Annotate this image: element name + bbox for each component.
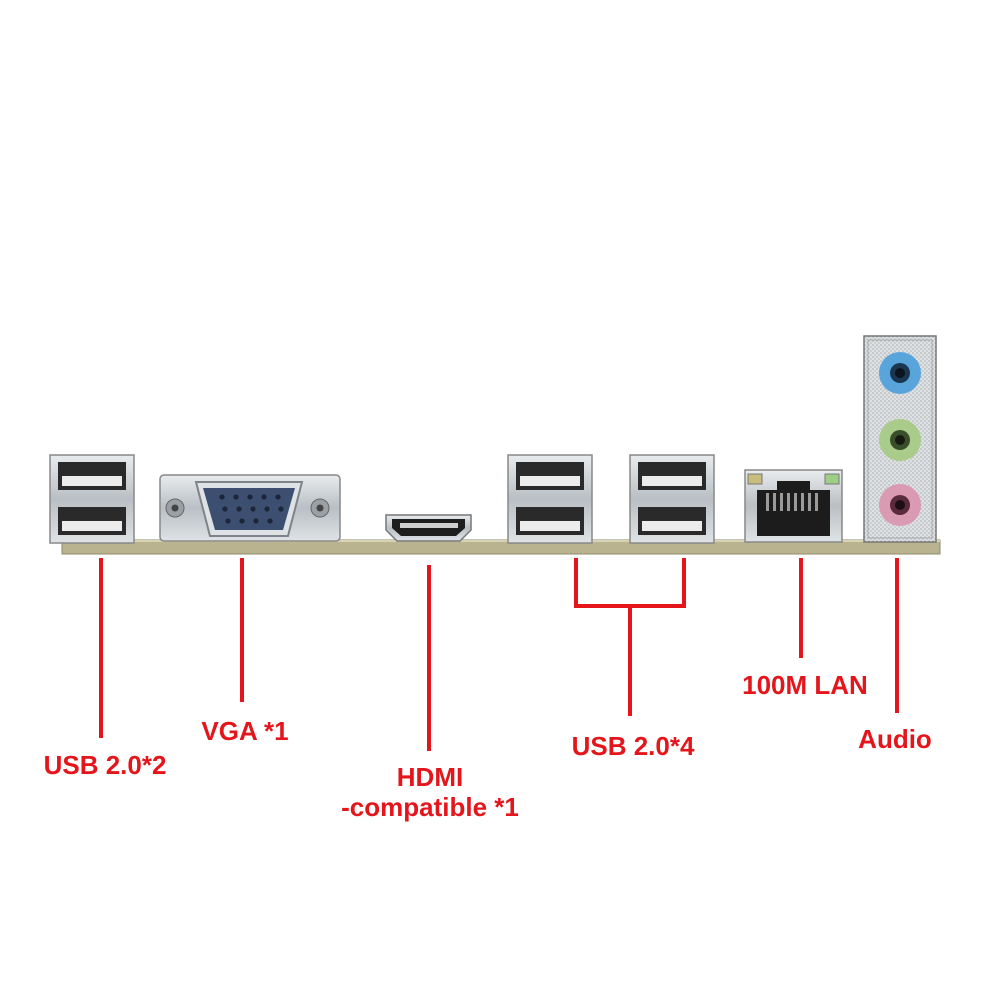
leader-line-hdmi (427, 565, 431, 751)
hdmi-port-icon (385, 514, 472, 542)
label-usb-left: USB 2.0*2 (43, 750, 167, 780)
leader-line-lan (799, 558, 803, 658)
leader-line-usb-right-stem (628, 604, 632, 716)
label-usb-right: USB 2.0*4 (571, 731, 695, 761)
usb-port-icon (629, 454, 715, 544)
vga-port-icon (159, 474, 341, 542)
leader-line-usb-right-a (574, 558, 578, 608)
label-lan: 100M LAN (742, 670, 868, 700)
label-hdmi-line1: HDMI (396, 762, 464, 792)
label-hdmi-line2: -compatible *1 (341, 792, 519, 822)
audio-jack-icon (863, 335, 937, 543)
leader-line-vga (240, 558, 244, 702)
rj45-port-icon (744, 469, 843, 543)
label-vga: VGA *1 (201, 716, 289, 746)
leader-line-audio (895, 558, 899, 713)
usb-port-icon (507, 454, 593, 544)
label-audio: Audio (858, 724, 932, 754)
leader-line-usb-left (99, 558, 103, 738)
usb-port-icon (49, 454, 135, 544)
leader-line-usb-right-b (682, 558, 686, 608)
